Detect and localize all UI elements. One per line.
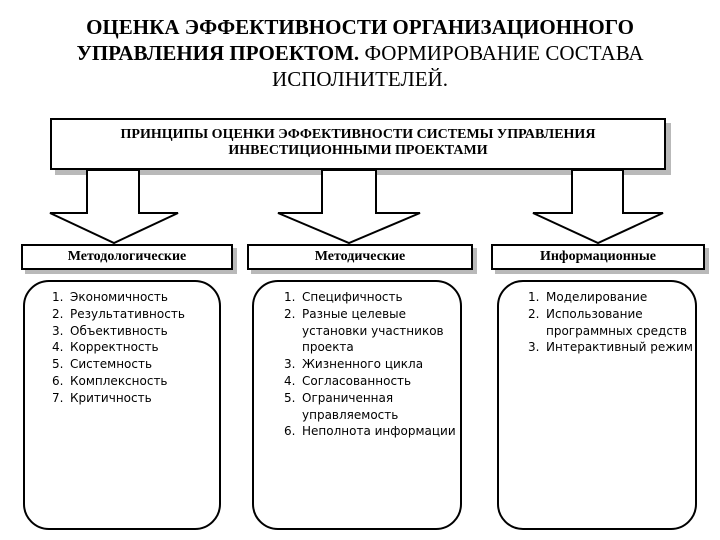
list-item: 2.Использование программных средств (528, 306, 687, 338)
panel-methodical (252, 280, 462, 530)
list-item: 7.Критичность (52, 390, 152, 405)
arrow-right (532, 169, 664, 245)
list-item: 1.Экономичность (52, 290, 168, 304)
category-informational: Информационные (491, 244, 705, 270)
list-item: 4.Корректность (52, 340, 159, 355)
page-title: ОЦЕНКА ЭФФЕКТИВНОСТИ ОРГАНИЗАЦИОННОГО УП… (20, 14, 700, 92)
list-item: 3.Жизненного цикла (284, 357, 424, 372)
category-methodological: Методологические (21, 244, 233, 270)
arrow-left (49, 169, 179, 245)
arrow-center (277, 169, 421, 245)
principles-line1: ПРИНЦИПЫ ОЦЕНКИ ЭФФЕКТИВНОСТИ СИСТЕМЫ УП… (120, 127, 596, 142)
panel-informational (497, 280, 697, 530)
list-item: 6.Комплексность (52, 373, 168, 388)
list-item: 2.Результативность (52, 306, 185, 321)
list-item: 3.Объективность (52, 323, 168, 338)
title-bold: ОЦЕНКА ЭФФЕКТИВНОСТИ ОРГАНИЗАЦИОННОГО УП… (76, 15, 634, 65)
list-informational: 1.Моделирование 2.Использование программ… (528, 289, 693, 356)
list-item: 1.Моделирование (528, 290, 648, 304)
list-item: 4.Согласованность (284, 373, 412, 388)
list-methodological: 1.Экономичность 2.Результативность 3.Объ… (52, 289, 220, 407)
principles-box: ПРИНЦИПЫ ОЦЕНКИ ЭФФЕКТИВНОСТИ СИСТЕМЫ УП… (50, 118, 666, 170)
list-item: 2.Разные целевые установки участников пр… (284, 306, 444, 355)
panel-methodological (23, 280, 221, 530)
category-methodical: Методические (247, 244, 473, 270)
list-item: 1.Специфичность (284, 290, 403, 304)
principles-line2: ИНВЕСТИЦИОННЫМИ ПРОЕКТАМИ (228, 143, 488, 158)
list-item: 6.Неполнота информации (284, 424, 456, 439)
list-methodical: 1.Специфичность 2.Разные целевые установ… (284, 289, 459, 440)
title-rest: ФОРМИРОВАНИЕ СОСТАВА ИСПОЛНИТЕЛЕЙ. (272, 41, 644, 91)
list-item: 3.Интерактивный режим (528, 340, 693, 355)
list-item: 5.Ограниченная управляемость (284, 390, 399, 422)
list-item: 5.Системность (52, 357, 153, 372)
